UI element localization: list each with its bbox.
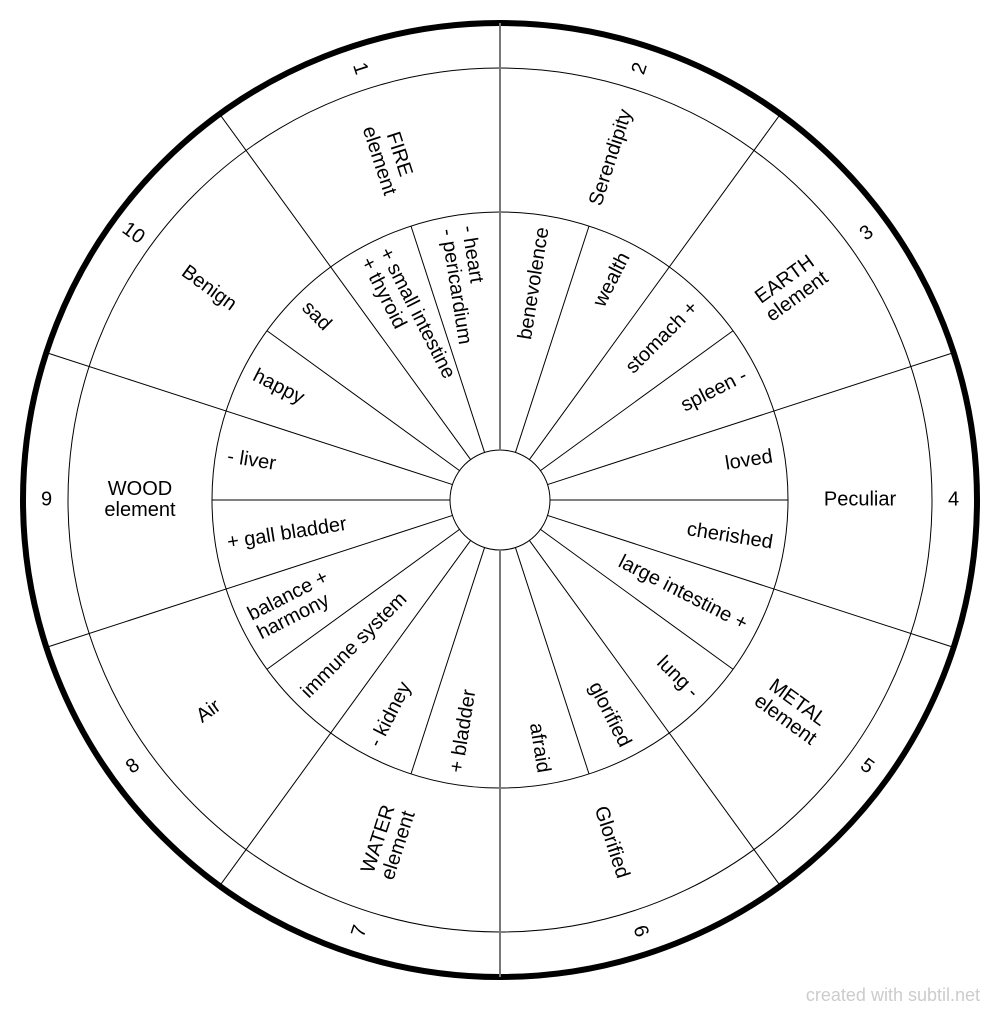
sector-divider	[46, 352, 453, 486]
watermark: created with subtil.net	[805, 985, 980, 1005]
sector-divider	[46, 514, 453, 648]
inner-divider	[540, 528, 734, 670]
outer-label-text: WOOD element	[104, 478, 176, 521]
sector-divider	[547, 352, 954, 486]
sector-number-text: 4	[947, 488, 960, 511]
inner-divider	[514, 225, 590, 453]
inner-divider	[266, 528, 460, 670]
inner-divider	[410, 547, 486, 775]
outer-label-text: Peculiar	[823, 488, 897, 511]
sector-divider	[219, 113, 472, 460]
sector-divider	[219, 540, 472, 887]
sector-divider	[547, 514, 954, 648]
inner-divider	[410, 225, 486, 453]
center-circle	[449, 449, 551, 551]
sector-number-text: 9	[40, 488, 53, 511]
inner-divider	[266, 330, 460, 472]
sector-divider	[528, 540, 781, 887]
inner-divider	[540, 330, 734, 472]
inner-divider	[514, 547, 590, 775]
sector-divider	[528, 113, 781, 460]
